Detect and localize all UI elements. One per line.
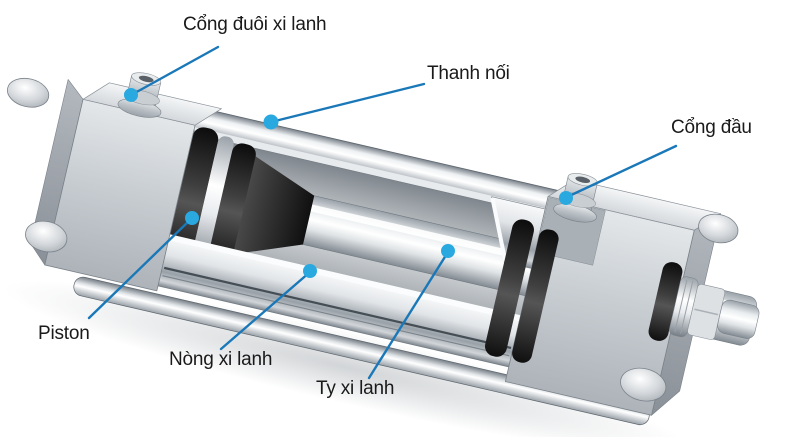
rod-exit [648,262,760,341]
head-tie-rod-nut [698,213,739,244]
head-port-hole [575,176,591,183]
callout-line-piston [87,217,193,320]
bottom-tie-rod-bar [73,276,650,426]
rear-cap [6,72,222,292]
ground-shadow [3,280,686,437]
barrel-groove-dark [163,266,512,350]
callout-dot-piston [185,211,199,225]
upper-barrel-cut-edge [490,197,508,262]
callout-line-head-port [565,144,678,199]
label-piston: Piston [38,323,90,344]
piston-cone [230,155,315,255]
callout-line-tie-rod [269,82,426,124]
barrel-groove-light [162,275,510,357]
cylinder-3d [3,72,760,437]
barrel-back-rim [192,127,546,217]
callout-dot-head-port [559,191,573,205]
callout-line-rear-port [131,45,220,96]
rod-gland-seal [648,262,683,341]
head-foot-mount [620,367,667,402]
rod-collar-rib-2 [680,280,694,334]
callout-dot-barrel [303,264,317,278]
rod-tip [717,299,760,339]
callout-dot-tie-rod [263,114,279,130]
barrel-cut-edge-highlight [168,234,521,322]
rear-port-hole [138,75,154,83]
rear-foot-mount [25,220,68,253]
rod-flats-groove [694,308,719,316]
callouts [87,45,678,380]
label-head-port: Cổng đầu [671,117,752,138]
piston-chrome-band [191,136,234,266]
label-rod: Ty xi lanh [316,378,395,399]
label-tie-rod: Thanh nối [427,63,510,84]
rear-tie-rod-nut [6,77,50,108]
rod-collar-rib-1 [674,279,688,333]
piston-seal-ring-2 [208,143,256,268]
callout-line-rod [367,250,450,380]
callout-dot-rod [441,244,455,258]
rod-seal-ring-2 [512,229,559,363]
label-barrel: Nòng xi lanh [169,349,273,370]
callout-line-barrel [219,270,312,351]
label-rear-port: Cổng đuôi xi lanh [183,14,327,35]
rod-seal-ring-1 [485,219,534,357]
callout-dot-rear-port [124,88,138,102]
